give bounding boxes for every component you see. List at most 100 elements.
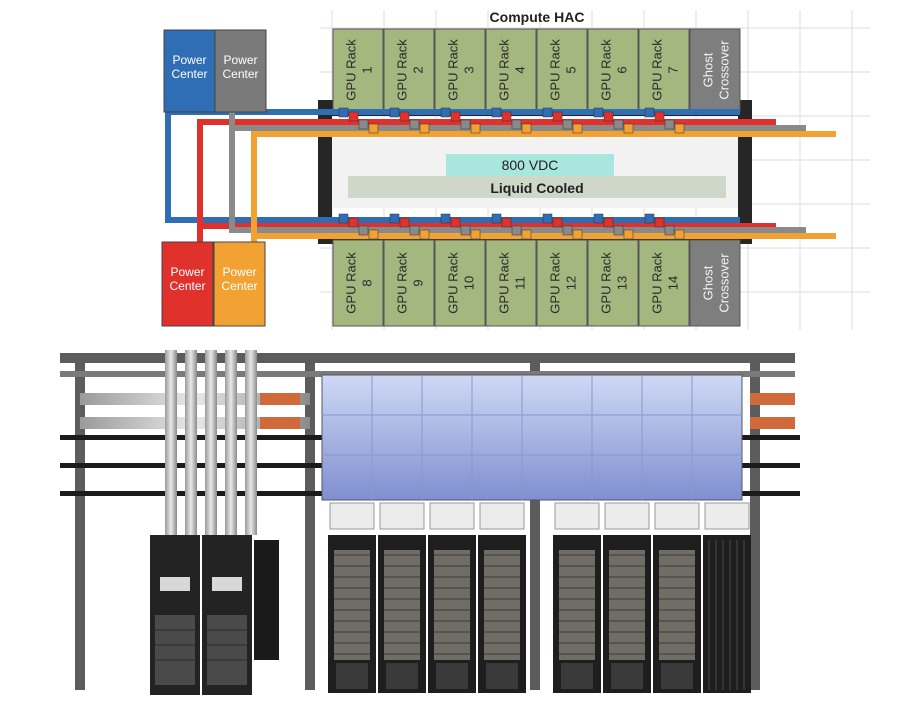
top-rack-1 [332, 28, 384, 112]
top-connector [470, 123, 481, 134]
bottom-connector [552, 217, 563, 228]
bottom-connector [389, 213, 400, 224]
bottom-connector [511, 225, 522, 236]
top-connector [542, 107, 553, 118]
bottom-connector [348, 217, 359, 228]
power-center-3 [161, 241, 214, 327]
server-rack [653, 535, 701, 693]
vertical-pipes [165, 350, 257, 535]
top-rack-5 [536, 28, 588, 112]
top-connector [593, 107, 604, 118]
rack-connectors [338, 107, 685, 240]
server-rack [478, 535, 526, 693]
vdc-busbar-label: 800 VDC [502, 157, 559, 173]
top-connector [409, 119, 420, 130]
top-connector [419, 123, 430, 134]
bottom-connector [613, 225, 624, 236]
server-rack [328, 535, 376, 693]
top-rack-2 [383, 28, 435, 112]
bottom-connector [460, 225, 471, 236]
top-connector [440, 107, 451, 118]
server-rack [378, 535, 426, 693]
top-connector [572, 123, 583, 134]
bottom-connector [562, 225, 573, 236]
top-connector [358, 119, 369, 130]
top-connector [368, 123, 379, 134]
power-center-1 [163, 29, 216, 113]
top-connector [389, 107, 400, 118]
overhead-steel-frame [60, 353, 795, 690]
bottom-rack-6 [587, 239, 639, 327]
top-connector [654, 111, 665, 122]
bottom-connector [450, 217, 461, 228]
top-connector [521, 123, 532, 134]
bottom-connector [644, 213, 655, 224]
top-connector [603, 111, 614, 122]
rack-top-units [329, 502, 750, 530]
top-connector [501, 111, 512, 122]
bottom-connector [419, 229, 430, 240]
bottom-connector [593, 213, 604, 224]
diagram-title: Compute HAC [490, 9, 585, 25]
top-rack-6 [587, 28, 639, 112]
bottom-rack-1 [332, 239, 384, 327]
bottom-connector [491, 213, 502, 224]
rack-top-unit [479, 502, 525, 530]
top-connector [562, 119, 573, 130]
bottom-connector [409, 225, 420, 236]
top-connector [674, 123, 685, 134]
bottom-rack-3 [434, 239, 486, 327]
top-connector [399, 111, 410, 122]
top-rack-3 [434, 28, 486, 112]
server-rack [703, 535, 751, 693]
top-connector [552, 111, 563, 122]
bottom-connector [654, 217, 665, 228]
rack-top-unit [554, 502, 600, 530]
top-connector [460, 119, 471, 130]
top-connector [338, 107, 349, 118]
bottom-rack-8 [689, 239, 741, 327]
bottom-connector [664, 225, 675, 236]
power-cabinets [150, 535, 279, 695]
red-top-cable [197, 119, 776, 244]
bottom-connector [521, 229, 532, 240]
server-rack [603, 535, 651, 693]
vdc-busbar [446, 154, 614, 176]
rack-top-unit [604, 502, 650, 530]
liquid-cooled-label: Liquid Cooled [490, 180, 583, 196]
bottom-connector [572, 229, 583, 240]
bottom-rack-2 [383, 239, 435, 327]
power-center-4 [213, 241, 266, 327]
bottom-rack-7 [638, 239, 690, 327]
rack-top-unit [704, 502, 750, 530]
bottom-connector [542, 213, 553, 224]
bottom-connector [358, 225, 369, 236]
top-rack-4 [485, 28, 537, 112]
bottom-connector [399, 217, 410, 228]
top-connector [511, 119, 522, 130]
top-connector [623, 123, 634, 134]
bottom-connector [603, 217, 614, 228]
bottom-rack-5 [536, 239, 588, 327]
top-rack-7 [638, 28, 690, 112]
top-connector [491, 107, 502, 118]
top-connector [664, 119, 675, 130]
bottom-connector [501, 217, 512, 228]
server-rack [553, 535, 601, 693]
rack-top-unit [429, 502, 475, 530]
top-connector [348, 111, 359, 122]
top-connector [644, 107, 655, 118]
rack-top-unit [654, 502, 700, 530]
liquid-cooling-band [348, 176, 726, 198]
bottom-connector [623, 229, 634, 240]
rack-top-unit [329, 502, 375, 530]
rack-top-unit [379, 502, 425, 530]
bottom-connector [674, 229, 685, 240]
hot-aisle-containment [321, 374, 743, 501]
orange-top-cable [251, 131, 836, 244]
top-rack-8 [689, 28, 741, 112]
